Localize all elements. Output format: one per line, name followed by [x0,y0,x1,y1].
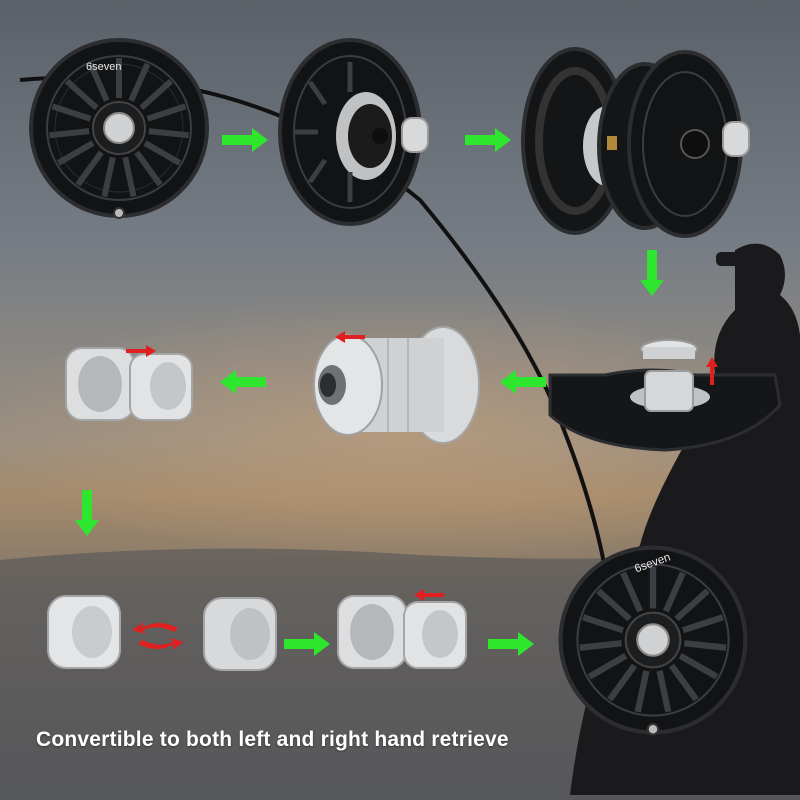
arrow-up-icon [706,357,718,385]
bearing-pair-bottom [337,595,467,669]
arrow-left-icon [414,589,444,601]
arrow-down-icon [640,250,664,296]
arrow-right-icon [222,128,268,152]
brand-logo: 6seven [86,61,121,73]
spool-large [313,326,480,444]
caption-text: Convertible to both left and right hand … [36,728,509,751]
arrow-left-icon [500,370,546,394]
arrow-left-icon [220,370,266,394]
bearing-single [47,595,121,669]
bearing-pair-top [65,347,193,421]
arrow-right-icon [284,632,330,656]
arrow-right-icon [488,632,534,656]
reel-frame-spool-lifted [548,339,782,452]
arrow-right-icon [126,345,156,357]
arrow-right-icon [465,128,511,152]
reel-angled-view [278,38,429,226]
arrow-down-icon [75,490,99,536]
swap-arrows-icon [132,622,184,650]
reel-front-view-final: 6seven [558,545,748,736]
arrow-left-icon [335,331,365,343]
reel-front-view: 6seven [29,38,209,219]
bearing-flipped [203,597,277,671]
reel-exploded-view [521,47,750,238]
